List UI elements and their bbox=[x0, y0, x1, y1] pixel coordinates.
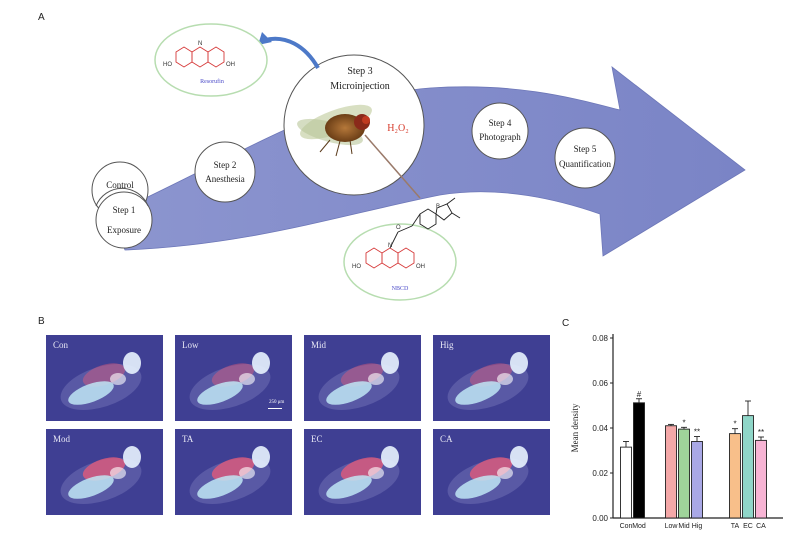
significance-marker: * bbox=[733, 420, 736, 429]
tile-label: TA bbox=[182, 434, 194, 444]
nbcd-n: N bbox=[388, 243, 392, 249]
nbcd-ho: HO bbox=[352, 264, 361, 270]
y-tick-label: 0.02 bbox=[592, 469, 608, 478]
step1-sub: Exposure bbox=[107, 225, 141, 235]
exposure-circle bbox=[95, 191, 153, 249]
x-tick-label: TA bbox=[731, 523, 740, 530]
panel-label-a: A bbox=[38, 12, 45, 23]
significance-marker: ** bbox=[758, 428, 764, 437]
resorufin-structure bbox=[175, 46, 225, 68]
nbcd-o: O bbox=[396, 225, 401, 231]
fly-fluorescence-image bbox=[60, 352, 142, 411]
scale-bar-label: 250 μm bbox=[269, 400, 285, 405]
tile-label: Mid bbox=[311, 340, 327, 350]
fly-fluorescence-image bbox=[318, 352, 400, 411]
panel-label-c: C bbox=[562, 318, 570, 329]
resorufin-label: Resorufin bbox=[200, 78, 224, 85]
step4-title: Step 4 bbox=[489, 118, 512, 128]
tile-label: Low bbox=[182, 340, 199, 350]
tile-ec: EC bbox=[304, 429, 421, 515]
fly-fluorescence-image bbox=[189, 446, 271, 505]
bar-ca bbox=[755, 439, 767, 519]
nbcd-label: NBCD bbox=[392, 286, 409, 292]
fly-fluorescence-image bbox=[318, 446, 400, 505]
x-tick-label: Mid bbox=[678, 523, 689, 530]
step5-sub: Quantification bbox=[559, 159, 611, 169]
tile-label: Con bbox=[53, 340, 69, 350]
step5-title: Step 5 bbox=[574, 144, 597, 154]
x-tick-label: CA bbox=[756, 523, 766, 530]
x-tick-label: Mod bbox=[632, 523, 646, 530]
significance-marker: # bbox=[637, 390, 642, 399]
significance-marker: * bbox=[682, 418, 685, 427]
tile-low: Low 250 μm bbox=[175, 335, 292, 421]
bar-hig bbox=[691, 441, 703, 519]
step2-title: Step 2 bbox=[214, 160, 237, 170]
resorufin-n: N bbox=[198, 41, 202, 47]
workflow-diagram: Control Step 1 Exposure Step 2 Anesthesi… bbox=[91, 23, 746, 301]
nbcd-structure bbox=[365, 197, 461, 269]
tile-label: Hig bbox=[440, 340, 454, 350]
bar-con bbox=[620, 446, 632, 519]
resorufin-ho: HO bbox=[163, 62, 172, 68]
tile-ca: CA bbox=[433, 429, 550, 515]
fly-fluorescence-image bbox=[447, 446, 529, 505]
y-axis-label: Mean density bbox=[570, 403, 580, 452]
bar-mod bbox=[633, 402, 645, 519]
fly-fluorescence-image bbox=[447, 352, 529, 411]
tile-mod: Mod bbox=[46, 429, 163, 515]
bar-ta bbox=[729, 433, 741, 519]
h2o2-label: H₂O₂ bbox=[387, 123, 408, 134]
step1-title: Step 1 bbox=[113, 205, 136, 215]
panel-label-b: B bbox=[38, 316, 45, 327]
bar-mid bbox=[678, 428, 690, 519]
fly-fluorescence-image bbox=[189, 352, 271, 411]
tile-label: Mod bbox=[53, 434, 71, 444]
step2-circle bbox=[194, 141, 256, 203]
step4-sub: Photograph bbox=[479, 132, 521, 142]
bar-low bbox=[665, 425, 677, 519]
tile-mid: Mid bbox=[304, 335, 421, 421]
injection-needle bbox=[364, 134, 421, 199]
x-tick-label: EC bbox=[743, 523, 753, 530]
fly-illustration bbox=[297, 104, 372, 157]
step5-circle bbox=[554, 127, 616, 189]
tile-con: Con bbox=[46, 335, 163, 421]
scale-bar bbox=[268, 408, 282, 409]
nbcd-ellipse bbox=[343, 223, 457, 301]
tile-ta: TA bbox=[175, 429, 292, 515]
significance-marker: ** bbox=[694, 428, 700, 437]
step3-sub: Microinjection bbox=[330, 81, 389, 92]
fly-fluorescence-image bbox=[60, 446, 142, 505]
bar-ec bbox=[742, 415, 754, 519]
y-tick-label: 0.04 bbox=[592, 424, 608, 433]
resorufin-oh: OH bbox=[226, 62, 235, 68]
nbcd-oh: OH bbox=[416, 264, 425, 270]
tile-label: CA bbox=[440, 434, 453, 444]
nbcd-b: B bbox=[436, 204, 440, 210]
y-tick-label: 0.08 bbox=[592, 334, 608, 343]
x-tick-label: Low bbox=[665, 523, 679, 530]
resorufin-ellipse bbox=[154, 23, 268, 97]
step3-title: Step 3 bbox=[347, 66, 372, 77]
resorufin-arrow bbox=[264, 36, 320, 70]
step2-sub: Anesthesia bbox=[205, 174, 245, 184]
y-tick-label: 0.00 bbox=[592, 514, 608, 523]
control-label: Control bbox=[106, 180, 134, 190]
x-tick-label: Hig bbox=[692, 523, 703, 530]
tile-label: EC bbox=[311, 434, 323, 444]
tile-hig: Hig bbox=[433, 335, 550, 421]
step4-circle bbox=[471, 102, 529, 160]
x-tick-label: Con bbox=[620, 523, 633, 530]
y-tick-label: 0.06 bbox=[592, 379, 608, 388]
